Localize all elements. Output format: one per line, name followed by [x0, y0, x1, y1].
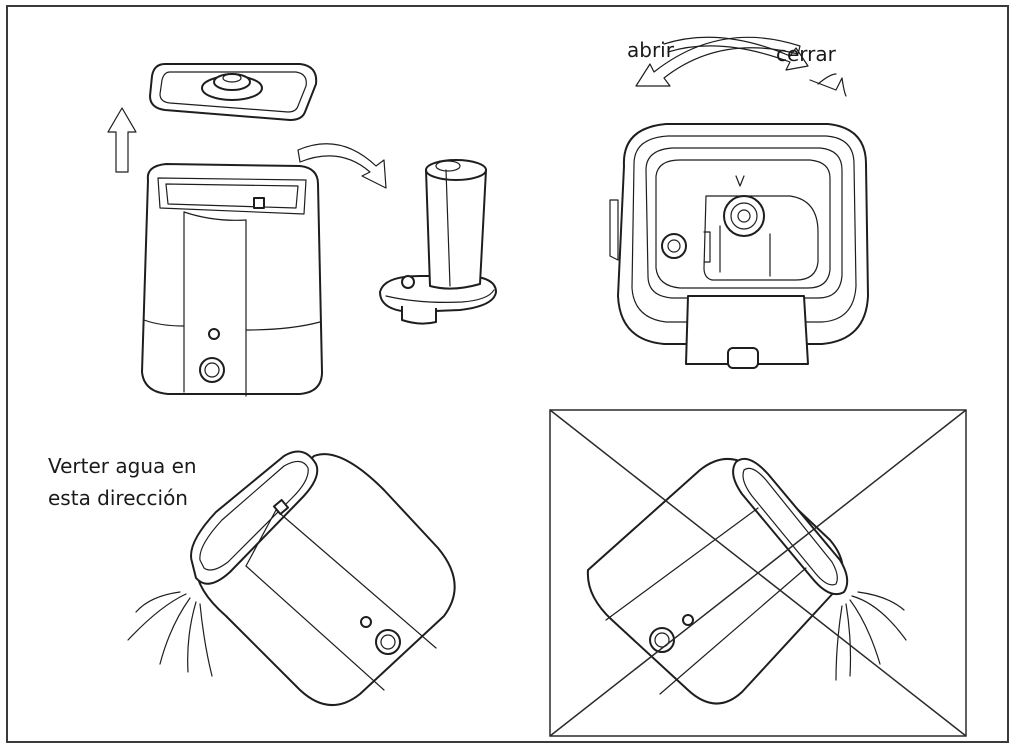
curved-arrow-icon — [297, 143, 387, 189]
prohibited-frame — [549, 409, 967, 737]
outer-border — [6, 5, 1009, 743]
open-label: abrir — [627, 38, 674, 62]
ultrasonic-module — [379, 159, 497, 325]
humidifier-body — [141, 163, 323, 397]
x-cross-icon — [549, 409, 967, 737]
close-label: cerrar — [776, 42, 836, 66]
pour-direction-line-2: esta dirección — [48, 486, 188, 510]
up-arrow-icon — [107, 107, 137, 173]
tilted-unit-pour — [127, 450, 456, 707]
unit-top-view — [609, 123, 869, 369]
lid-illustration — [149, 63, 318, 121]
rotate-arrows-icon — [635, 36, 847, 97]
prohibited-pour-panel — [549, 409, 967, 737]
pour-direction-label: Verter agua en esta dirección — [48, 450, 197, 514]
pour-direction-line-1: Verter agua en — [48, 454, 197, 478]
